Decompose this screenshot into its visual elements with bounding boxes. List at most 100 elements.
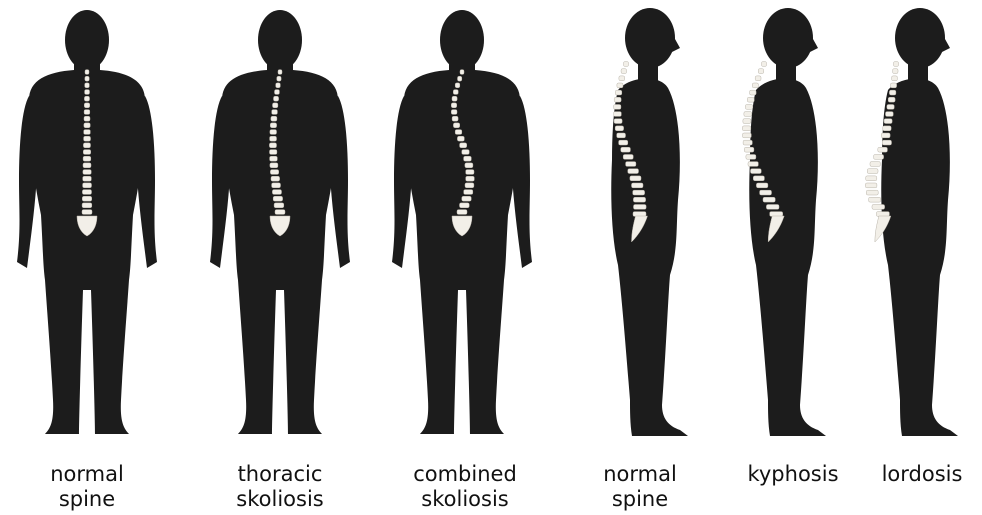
vertebra [755, 76, 761, 81]
vertebra [83, 163, 91, 168]
vertebra [866, 176, 877, 181]
vertebra [760, 190, 772, 195]
vertebra [84, 110, 90, 115]
vertebra [460, 203, 470, 208]
vertebra [82, 203, 92, 208]
vertebra [453, 123, 459, 128]
vertebra [743, 119, 751, 124]
caption-lordosis: lordosis [872, 462, 972, 487]
vertebra [743, 140, 752, 145]
vertebra [466, 170, 474, 175]
caption-kyphosis: kyphosis [738, 462, 848, 487]
vertebra [747, 97, 754, 102]
caption-line: spine [590, 487, 690, 512]
vertebra [460, 143, 467, 148]
vertebra [763, 197, 775, 202]
vertebra [891, 83, 897, 88]
vertebra [274, 96, 279, 101]
side-view-figure [742, 8, 826, 436]
vertebra [270, 163, 278, 168]
vertebra [270, 130, 277, 135]
vertebra [766, 205, 779, 210]
vertebra [865, 183, 877, 188]
vertebra [275, 210, 285, 215]
vertebra [462, 150, 469, 155]
vertebra [633, 197, 645, 202]
vertebra [752, 83, 758, 88]
vertebra [275, 90, 280, 95]
vertebra [460, 70, 464, 75]
vertebra [451, 110, 457, 115]
vertebra [745, 105, 752, 110]
vertebra [465, 163, 473, 168]
vertebra [615, 90, 622, 95]
vertebra [83, 170, 91, 175]
vertebra [82, 210, 92, 215]
side-view-figure [611, 8, 688, 436]
vertebra [83, 183, 92, 188]
caption-line: normal [37, 462, 137, 487]
vertebra [272, 183, 281, 188]
vertebra [83, 156, 91, 161]
vertebra [619, 140, 628, 145]
vertebra [621, 147, 631, 152]
vertebra [758, 69, 763, 74]
caption-line: skoliosis [405, 487, 525, 512]
vertebra [273, 196, 282, 201]
caption-line: kyphosis [738, 462, 848, 487]
vertebra [762, 62, 767, 67]
vertebra [84, 130, 91, 135]
vertebra [626, 162, 636, 167]
vertebra [881, 133, 890, 138]
vertebra [83, 143, 90, 148]
vertebra [278, 70, 282, 75]
vertebra [455, 130, 462, 135]
caption-line: combined [405, 462, 525, 487]
vertebra [272, 190, 281, 195]
caption-combined-skoliosis: combined skoliosis [405, 462, 525, 512]
vertebra [869, 197, 881, 202]
vertebra [753, 176, 764, 181]
vertebra [878, 147, 888, 152]
vertebra [867, 169, 878, 174]
vertebra [270, 150, 277, 155]
vertebra [85, 90, 90, 95]
vertebra [887, 105, 894, 110]
caption-line: skoliosis [225, 487, 335, 512]
vertebra [452, 116, 458, 121]
vertebra [465, 183, 474, 188]
vertebra [751, 169, 762, 174]
vertebra [272, 110, 278, 115]
vertebra [457, 210, 467, 215]
vertebra [876, 212, 889, 217]
vertebra [632, 183, 644, 188]
vertebra [84, 116, 90, 121]
vertebra [623, 155, 633, 160]
vertebra [746, 155, 756, 160]
vertebra [84, 103, 89, 108]
vertebra [85, 83, 90, 88]
caption-normal-spine-side: normal spine [590, 462, 690, 512]
vertebra [866, 190, 878, 195]
vertebra [614, 105, 621, 110]
vertebra [874, 155, 884, 160]
vertebra [276, 83, 281, 88]
vertebra [85, 70, 89, 75]
vertebra [462, 196, 471, 201]
vertebra [614, 112, 622, 117]
vertebra [748, 162, 758, 167]
vertebra [884, 119, 892, 124]
caption-line: lordosis [872, 462, 972, 487]
vertebra [271, 176, 280, 181]
vertebra [271, 116, 277, 121]
vertebra [451, 103, 456, 108]
vertebra [85, 76, 89, 81]
vertebra [744, 112, 752, 117]
caption-thoracic-skoliosis: thoracic skoliosis [225, 462, 335, 512]
vertebra [617, 133, 626, 138]
vertebra [888, 97, 895, 102]
vertebra [619, 76, 625, 81]
vertebra [615, 126, 623, 131]
vertebra [889, 90, 896, 95]
